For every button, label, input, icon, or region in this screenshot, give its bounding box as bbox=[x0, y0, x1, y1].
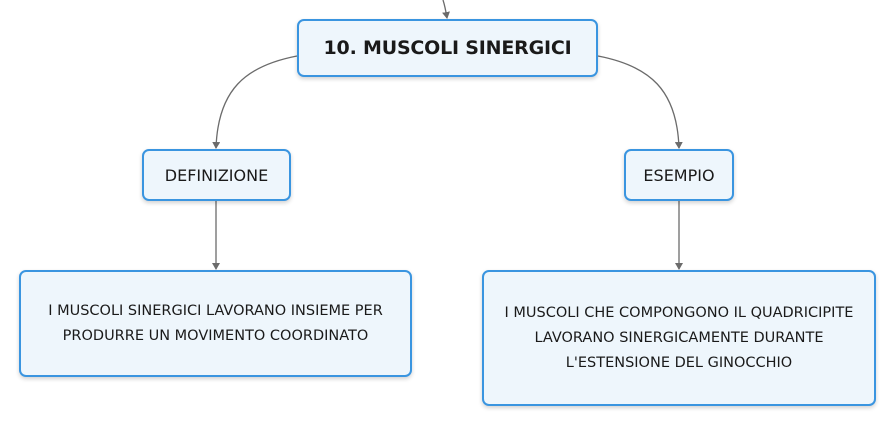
connector-root-to-definizione bbox=[212, 55, 298, 149]
detail-node-definizione[interactable]: I MUSCOLI SINERGICI LAVORANO INSIEME PER… bbox=[19, 270, 412, 377]
connector-root-to-esempio bbox=[597, 55, 683, 149]
detail-text-definizione: I MUSCOLI SINERGICI LAVORANO INSIEME PER… bbox=[48, 302, 383, 344]
branch-node-esempio[interactable]: ESEMPIO bbox=[624, 149, 734, 201]
root-topic-label: 10. MUSCOLI SINERGICI bbox=[323, 37, 572, 59]
incoming-connector bbox=[442, 0, 450, 19]
branch-label-esempio: ESEMPIO bbox=[643, 165, 715, 185]
branch-node-definizione[interactable]: DEFINIZIONE bbox=[142, 149, 291, 201]
detail-text-esempio: I MUSCOLI CHE COMPONGONO IL QUADRICIPITE… bbox=[504, 304, 854, 371]
detail-node-esempio[interactable]: I MUSCOLI CHE COMPONGONO IL QUADRICIPITE… bbox=[482, 270, 876, 406]
root-topic-node[interactable]: 10. MUSCOLI SINERGICI bbox=[297, 19, 598, 77]
branch-label-definizione: DEFINIZIONE bbox=[164, 165, 269, 185]
